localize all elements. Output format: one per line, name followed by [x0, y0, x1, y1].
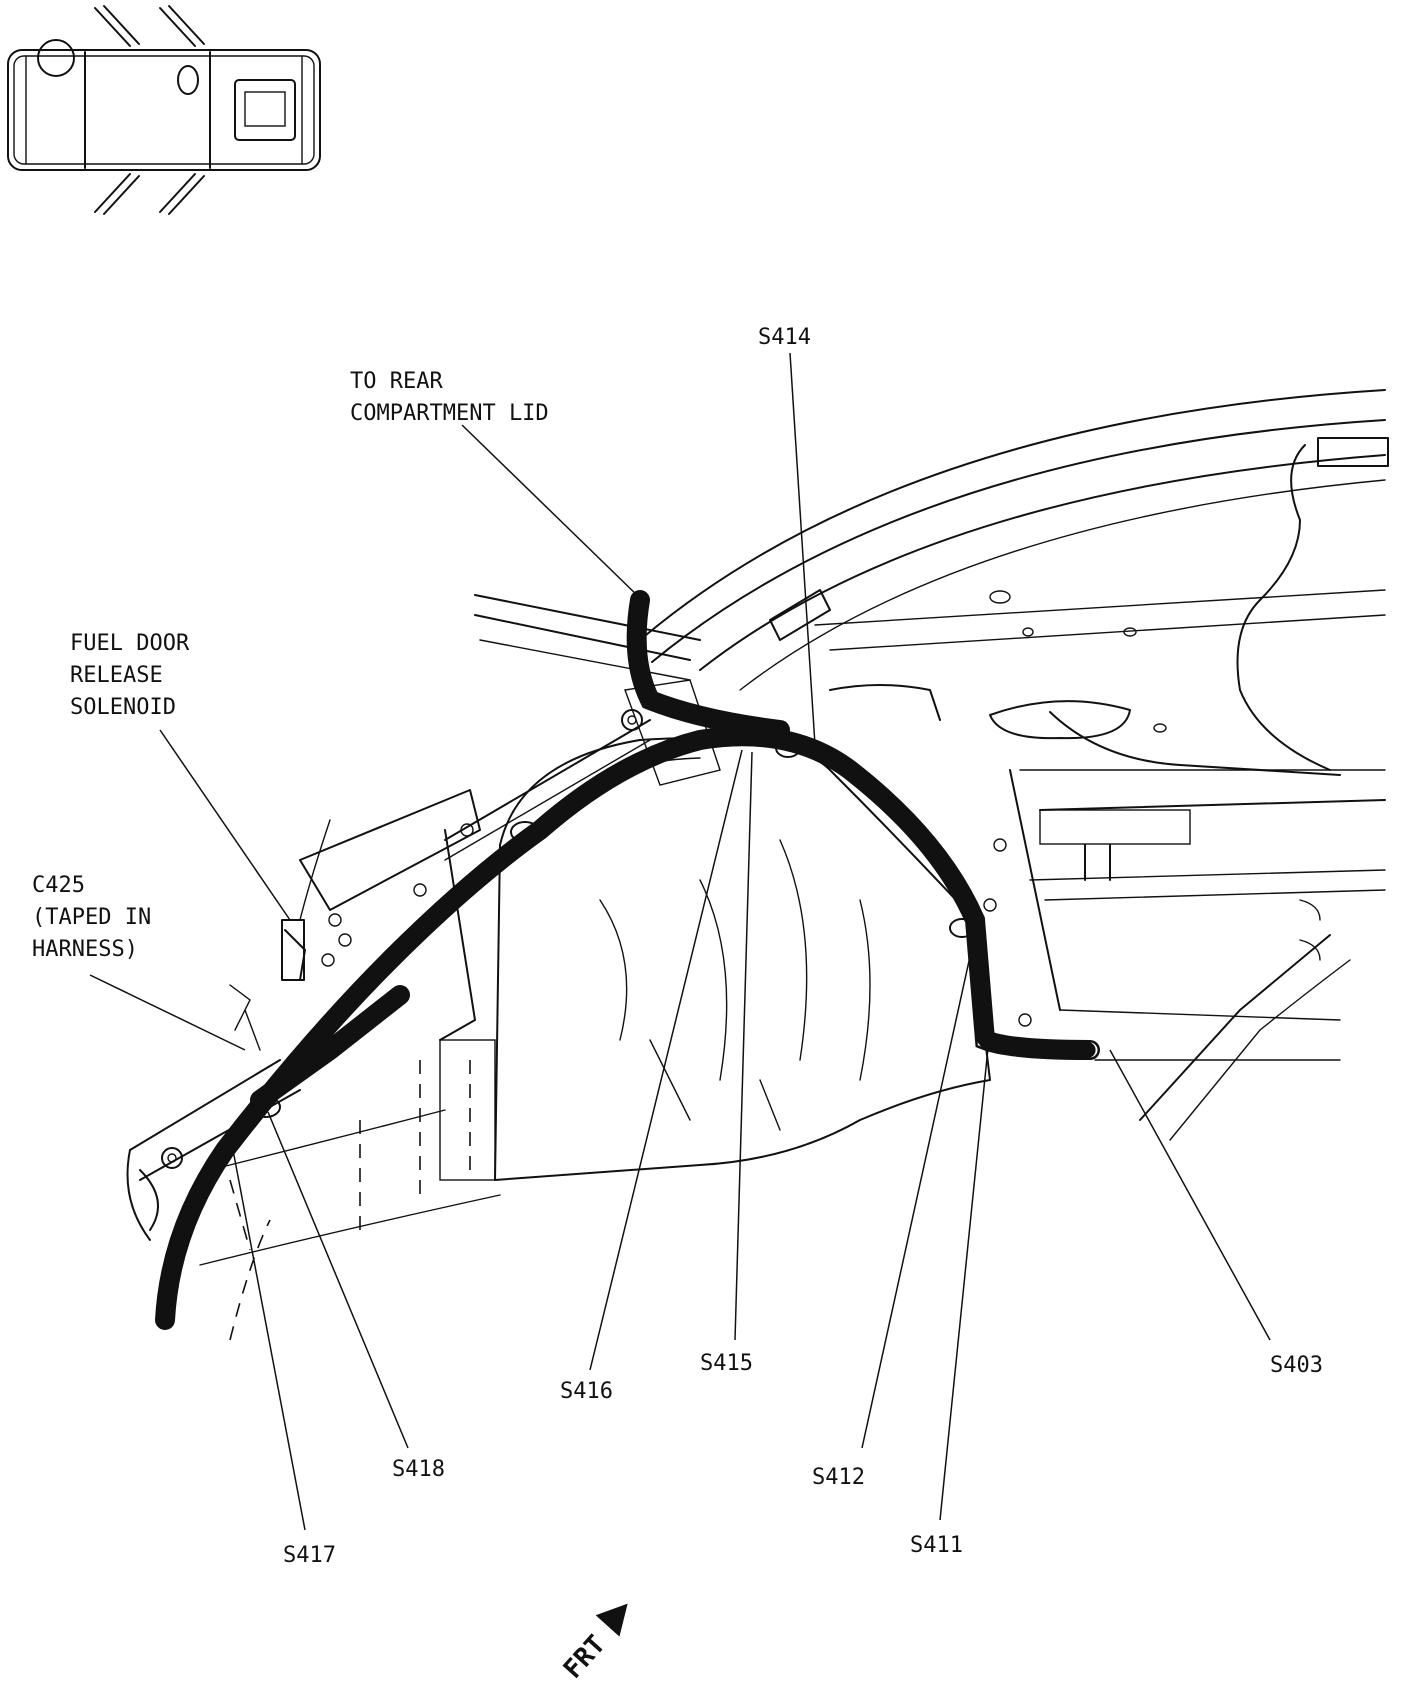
callout-s416: S416 [560, 1379, 613, 1404]
callout-fuel-door-line1: FUEL DOOR [70, 631, 190, 656]
frt-label: FRT [558, 1630, 612, 1685]
fuel-door-solenoid-shape [281, 919, 305, 981]
callout-s417: S417 [283, 1543, 336, 1568]
wiring-harness [155, 590, 1100, 1330]
callout-fuel-door-line2: RELEASE [70, 663, 163, 688]
callout-c425-line1: C425 [32, 873, 85, 898]
callout-s418: S418 [392, 1457, 445, 1482]
callout-s412: S412 [812, 1465, 865, 1490]
callout-c425-line2: (TAPED IN [32, 905, 151, 930]
location-marker-icon [37, 39, 75, 77]
front-arrow-icon [595, 1603, 628, 1637]
callout-to-rear-compartment-lid-line1: TO REAR [350, 369, 443, 394]
callout-to-rear-compartment-lid-line2: COMPARTMENT LID [350, 401, 549, 426]
callout-fuel-door-line3: SOLENOID [70, 695, 176, 720]
body-structure-drawing [126, 389, 1389, 1341]
vehicle-locator-icon [7, 5, 321, 215]
callout-labels: TO REAR COMPARTMENT LID FUEL DOOR RELEAS… [32, 325, 1323, 1568]
front-direction-indicator: FRT [558, 1603, 628, 1685]
callout-s411: S411 [910, 1533, 963, 1558]
callout-c425-line3: HARNESS) [32, 937, 138, 962]
leader-lines [89, 352, 1271, 1531]
callout-s414: S414 [758, 325, 811, 350]
callout-s415: S415 [700, 1351, 753, 1376]
callout-s403: S403 [1270, 1353, 1323, 1378]
